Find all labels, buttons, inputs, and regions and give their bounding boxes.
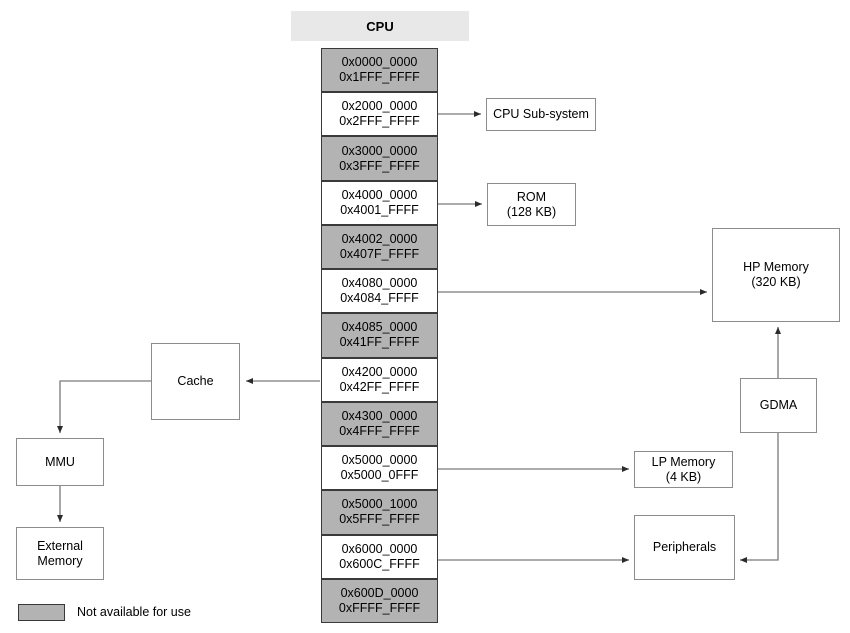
external-memory-box: External Memory <box>16 527 104 580</box>
memory-block-start: 0x4200_0000 <box>341 364 418 379</box>
memory-block-start: 0x4002_0000 <box>341 232 418 247</box>
memory-block-start: 0x4085_0000 <box>341 320 418 335</box>
memory-block-end: 0x4084_FFFF <box>340 291 419 306</box>
cache-box: Cache <box>151 343 240 420</box>
cpu-header-label: CPU <box>366 18 394 34</box>
memory-block-end: 0x600C_FFFF <box>339 556 420 571</box>
wire-cache-to-mmu <box>57 380 151 433</box>
lp-memory-label: LP Memory <box>651 454 716 469</box>
rom-size: (128 KB) <box>506 204 557 219</box>
memory-block-end: 0xFFFF_FFFF <box>338 600 421 615</box>
memory-block-end: 0x4001_FFFF <box>340 202 419 217</box>
memory-block-start: 0x600D_0000 <box>340 585 419 600</box>
wire-gdma-to-peripherals <box>740 433 779 563</box>
memory-block-end: 0x5000_0FFF <box>340 468 419 483</box>
memory-block-end: 0x407F_FFFF <box>339 247 420 262</box>
lp-memory-box: LP Memory (4 KB) <box>634 451 733 488</box>
memory-block-end: 0x4FFF_FFFF <box>339 423 420 438</box>
memory-block-end: 0x1FFF_FFFF <box>339 70 420 85</box>
memory-block-start: 0x0000_0000 <box>341 55 418 70</box>
gdma-label: GDMA <box>759 398 798 412</box>
memory-block-start: 0x5000_0000 <box>341 453 418 468</box>
memory-block-start: 0x3000_0000 <box>341 143 418 158</box>
memory-block-end: 0x41FF_FFFF <box>339 335 420 350</box>
memory-block-start: 0x4300_0000 <box>341 408 418 423</box>
external-memory-label-line2: Memory <box>37 553 83 568</box>
memory-block-start: 0x4000_0000 <box>341 187 418 202</box>
gdma-box: GDMA <box>740 378 817 433</box>
memory-block-start: 0x6000_0000 <box>341 541 418 556</box>
memory-block-end: 0x3FFF_FFFF <box>339 158 420 173</box>
rom-label: ROM <box>516 189 547 204</box>
cpu-header: CPU <box>291 11 469 41</box>
rom-box: ROM (128 KB) <box>487 183 576 226</box>
hp-memory-size: (320 KB) <box>751 275 801 289</box>
legend-label-unavailable: Not available for use <box>77 605 191 619</box>
cpu-subsystem-box: CPU Sub-system <box>486 98 596 131</box>
memory-block-start: 0x5000_1000 <box>341 497 418 512</box>
external-memory-label-line1: External <box>37 538 83 553</box>
hp-memory-box: HP Memory (320 KB) <box>712 228 840 322</box>
mmu-label: MMU <box>45 454 75 469</box>
memory-block-end: 0x42FF_FFFF <box>339 379 420 394</box>
mmu-box: MMU <box>16 438 104 486</box>
memory-block-end: 0x5FFF_FFFF <box>339 512 420 527</box>
cpu-subsystem-label: CPU Sub-system <box>493 107 589 121</box>
legend-swatch-unavailable <box>18 604 65 621</box>
cache-label: Cache <box>177 374 214 388</box>
peripherals-label: Peripherals <box>652 540 717 554</box>
memory-block-start: 0x2000_0000 <box>341 99 418 114</box>
hp-memory-label: HP Memory <box>743 260 809 274</box>
memory-block-start: 0x4080_0000 <box>341 276 418 291</box>
peripherals-box: Peripherals <box>634 515 735 580</box>
memory-block-end: 0x2FFF_FFFF <box>339 114 420 129</box>
lp-memory-size: (4 KB) <box>665 469 702 484</box>
